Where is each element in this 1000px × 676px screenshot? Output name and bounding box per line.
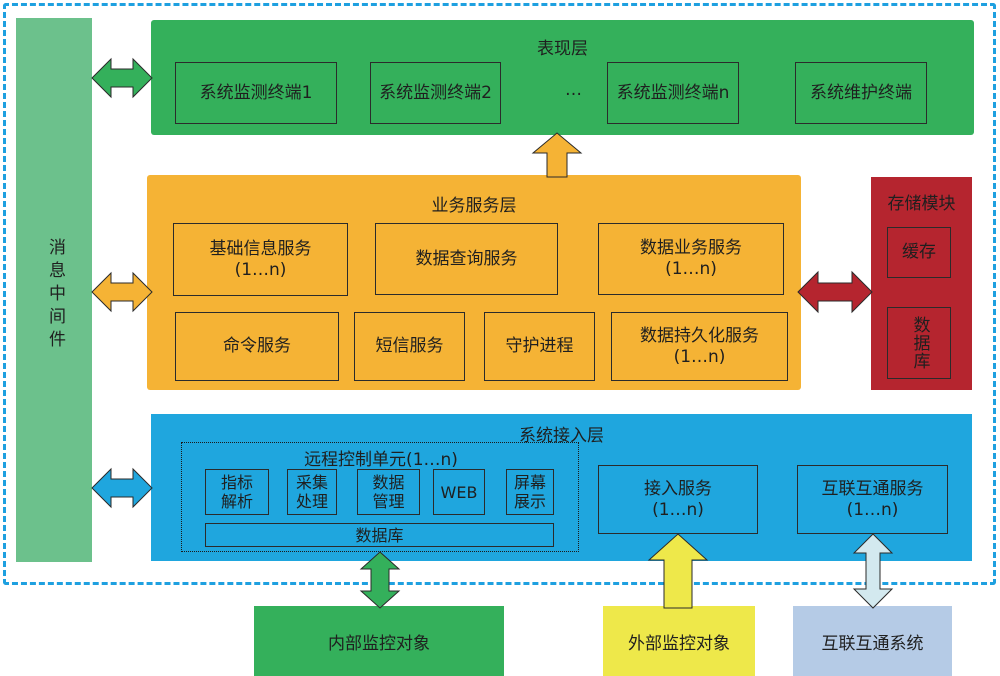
service-name: 基础信息服务 bbox=[209, 238, 312, 259]
rcu-module-line: 采集 bbox=[295, 473, 328, 492]
system-access-layer[interactable]: 系统接入层 远程控制单元(1…n) 指标 解析 采集 处理 数据 管理 WEB … bbox=[151, 414, 972, 561]
service-count: (1…n) bbox=[652, 499, 704, 520]
terminal-ellipsis: … bbox=[565, 80, 582, 100]
business-service-layer[interactable]: 业务服务层 基础信息服务 (1…n) 数据查询服务 数据业务服务 (1…n) 命… bbox=[147, 175, 801, 390]
rcu-database-box[interactable]: 数据库 bbox=[205, 523, 554, 547]
presentation-layer[interactable]: 表现层 系统监测终端1 系统监测终端2 … 系统监测终端n 系统维护终端 bbox=[151, 20, 974, 135]
rcu-module-line: 数据 bbox=[372, 473, 405, 492]
terminal-box[interactable]: 系统监测终端n bbox=[607, 62, 739, 124]
rcu-module-box[interactable]: 屏幕 展示 bbox=[506, 469, 554, 515]
service-name: 接入服务 bbox=[644, 478, 712, 499]
presentation-layer-title: 表现层 bbox=[537, 39, 588, 59]
service-name: 短信服务 bbox=[375, 336, 444, 356]
rcu-title: 远程控制单元(1…n) bbox=[304, 450, 458, 470]
service-count: (1…n) bbox=[234, 259, 287, 280]
interconnect-service-box[interactable]: 互联互通服务 (1…n) bbox=[797, 465, 948, 534]
service-name: 互联互通服务 bbox=[821, 478, 924, 499]
terminal-box[interactable]: 系统监测终端2 bbox=[370, 62, 501, 124]
terminal-box[interactable]: 系统监测终端1 bbox=[175, 62, 337, 124]
rcu-module-line: 管理 bbox=[372, 492, 405, 511]
service-box[interactable]: 命令服务 bbox=[175, 312, 339, 381]
business-storage-double-arrow bbox=[797, 270, 873, 314]
service-count: (1…n) bbox=[665, 259, 717, 279]
service-box[interactable]: 数据持久化服务 (1…n) bbox=[611, 312, 788, 381]
business-to-presentation-arrow bbox=[531, 132, 583, 178]
access-service-box[interactable]: 接入服务 (1…n) bbox=[598, 465, 758, 534]
middleware-label: 消息中间件 bbox=[45, 238, 65, 353]
storage-module[interactable]: 存储模块 缓存 数据库 bbox=[871, 177, 972, 390]
service-name: 命令服务 bbox=[223, 336, 291, 356]
storage-database-label: 数据库 bbox=[909, 316, 930, 370]
service-box[interactable]: 守护进程 bbox=[484, 312, 595, 381]
rcu-module-box[interactable]: WEB bbox=[433, 469, 485, 515]
access-layer-title: 系统接入层 bbox=[519, 426, 604, 446]
storage-module-title: 存储模块 bbox=[887, 194, 956, 214]
storage-database-box[interactable]: 数据库 bbox=[887, 307, 951, 379]
external-monitored-object[interactable]: 外部监控对象 bbox=[603, 606, 755, 676]
service-box[interactable]: 数据查询服务 bbox=[375, 223, 558, 295]
rcu-module-line: 展示 bbox=[513, 492, 546, 511]
system-boundary bbox=[3, 3, 996, 585]
service-name: 守护进程 bbox=[505, 336, 574, 356]
rcu-module-line: 指标 bbox=[220, 473, 253, 492]
service-count: (1…n) bbox=[673, 346, 726, 367]
access-internal-double-arrow bbox=[359, 551, 401, 609]
rcu-module-box[interactable]: 指标 解析 bbox=[205, 469, 269, 515]
rcu-module-box[interactable]: 数据 管理 bbox=[357, 469, 420, 515]
interconnect-system[interactable]: 互联互通系统 bbox=[793, 606, 952, 676]
internal-monitored-object[interactable]: 内部监控对象 bbox=[254, 606, 504, 676]
rcu-module-line: WEB bbox=[440, 482, 478, 502]
service-name: 数据业务服务 bbox=[640, 238, 742, 258]
remote-control-unit[interactable]: 远程控制单元(1…n) 指标 解析 采集 处理 数据 管理 WEB 屏幕 展示 … bbox=[181, 442, 579, 552]
service-name: 数据查询服务 bbox=[415, 248, 518, 269]
service-box[interactable]: 基础信息服务 (1…n) bbox=[173, 223, 348, 296]
middleware-bar[interactable]: 消息中间件 bbox=[16, 18, 92, 562]
service-box[interactable]: 短信服务 bbox=[354, 312, 465, 381]
middleware-business-double-arrow bbox=[91, 271, 153, 313]
interconnect-double-arrow bbox=[852, 533, 894, 609]
external-to-access-arrow bbox=[647, 533, 709, 609]
service-count: (1…n) bbox=[846, 499, 899, 520]
middleware-presentation-double-arrow bbox=[91, 57, 153, 99]
rcu-module-box[interactable]: 采集 处理 bbox=[287, 469, 337, 515]
service-box[interactable]: 数据业务服务 (1…n) bbox=[598, 223, 784, 295]
middleware-access-double-arrow bbox=[91, 467, 153, 509]
cache-box[interactable]: 缓存 bbox=[887, 227, 951, 278]
rcu-module-line: 处理 bbox=[295, 492, 328, 511]
service-name: 数据持久化服务 bbox=[640, 325, 759, 346]
business-layer-title: 业务服务层 bbox=[431, 196, 517, 216]
rcu-module-line: 屏幕 bbox=[513, 473, 546, 492]
rcu-module-line: 解析 bbox=[220, 492, 253, 511]
terminal-box[interactable]: 系统维护终端 bbox=[795, 62, 927, 124]
